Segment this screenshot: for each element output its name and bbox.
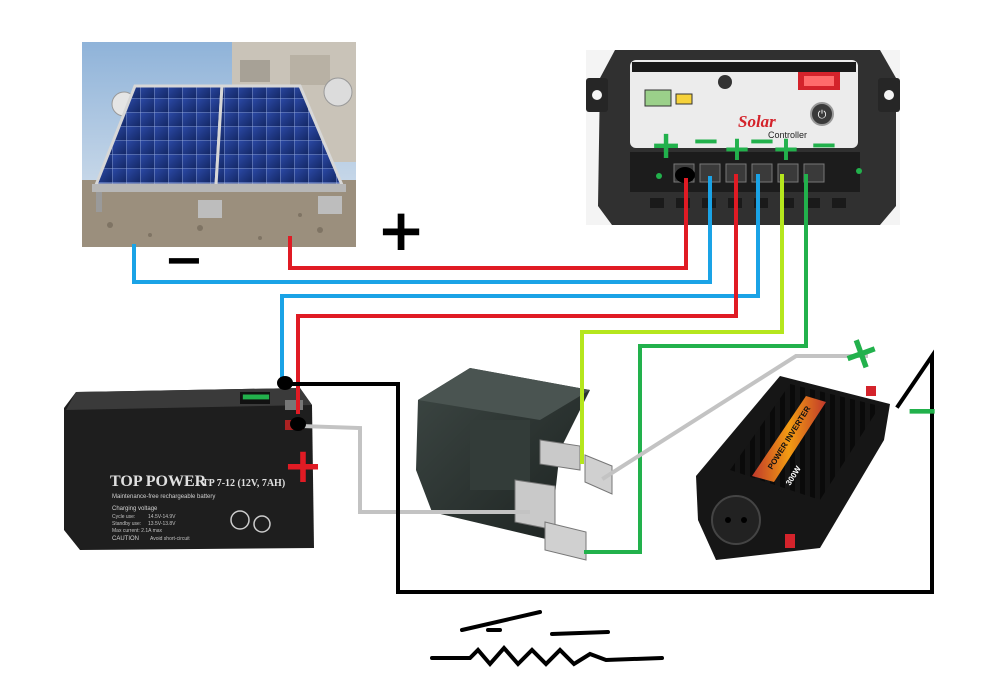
battery-cycle-use: Cycle use:: [112, 514, 135, 520]
inverter: POWER INVERTER 300W: [696, 376, 890, 560]
battery-cycle-value: 14.5V-14.9V: [148, 514, 176, 520]
wire-panel-positive: [288, 178, 688, 270]
relay-pin-87: [539, 439, 581, 471]
svg-text:−: −: [810, 125, 839, 165]
wire-battery-negative: [280, 174, 760, 386]
relay: [416, 368, 613, 561]
terminal-marks: + − + − + −: [650, 121, 838, 169]
switch-icon: [460, 610, 542, 632]
battery-charging-heading: Charging voltage: [112, 506, 158, 512]
battery-standby-value: 13.5V-13.8V: [148, 521, 176, 527]
wire-battery-positive: [296, 174, 738, 414]
wire-ground: [284, 349, 934, 594]
battery-caution-1: Avoid short-circuit: [150, 536, 190, 542]
wire-relay-out: [601, 354, 868, 481]
wires: [132, 174, 934, 594]
battery-minus-mark: −: [238, 371, 273, 420]
controller-brand: Solar: [738, 112, 776, 131]
battery-caution-heading: CAUTION: [112, 536, 139, 542]
inverter-minus-mark: −: [905, 388, 939, 434]
panel-plus-mark: +: [377, 196, 426, 264]
satellite-dish-icon: [323, 77, 353, 107]
relay-pin-86: [544, 521, 587, 561]
charge-controller: ⏻ Solar Controller: [586, 50, 900, 225]
battery-model: TP 7-12 (12V, 7AH): [202, 478, 285, 489]
battery: TOP POWER TP 7-12 (12V, 7AH) Maintenance…: [64, 388, 314, 550]
terminal-dot: [675, 167, 695, 183]
battery-standby-use: Standby use:: [112, 521, 141, 527]
button-symbol: ⏻: [818, 108, 827, 121]
svg-text:+: +: [772, 129, 801, 169]
recycle-icon: [230, 510, 250, 530]
controller-label: Controller: [768, 130, 807, 140]
polarity-marks: − + − + + −: [164, 196, 939, 494]
wire-relay-feed: [297, 423, 530, 514]
svg-text:−: −: [692, 121, 721, 161]
power-switch-icon: [785, 534, 795, 548]
outlet-icon: [711, 495, 761, 545]
svg-text:−: −: [748, 121, 777, 161]
battery-plus-mark: +: [283, 438, 323, 494]
power-button-icon: [810, 102, 834, 126]
battery-terminal-dot-2: [290, 417, 306, 431]
battery-brand: TOP POWER: [110, 473, 207, 490]
wire-load-positive: [580, 174, 784, 464]
inverter-plus-mark: +: [833, 320, 888, 384]
svg-text:+: +: [650, 123, 682, 167]
switch-resistor-symbol: [430, 610, 664, 668]
svg-text:+: +: [723, 129, 752, 169]
panel-minus-mark: −: [164, 232, 204, 288]
battery-terminal-dot-1: [277, 376, 293, 390]
wire-load-negative: [584, 174, 808, 554]
resistor-icon: [430, 644, 664, 668]
solar-panel-photo: [82, 42, 356, 247]
disposal-icon: [253, 515, 271, 533]
relay-pin-85: [584, 454, 613, 495]
battery-current: Max current: 2.1A max: [112, 528, 163, 534]
battery-subtitle: Maintenance-free rechargeable battery: [112, 494, 215, 500]
wire-panel-negative: [132, 176, 712, 284]
